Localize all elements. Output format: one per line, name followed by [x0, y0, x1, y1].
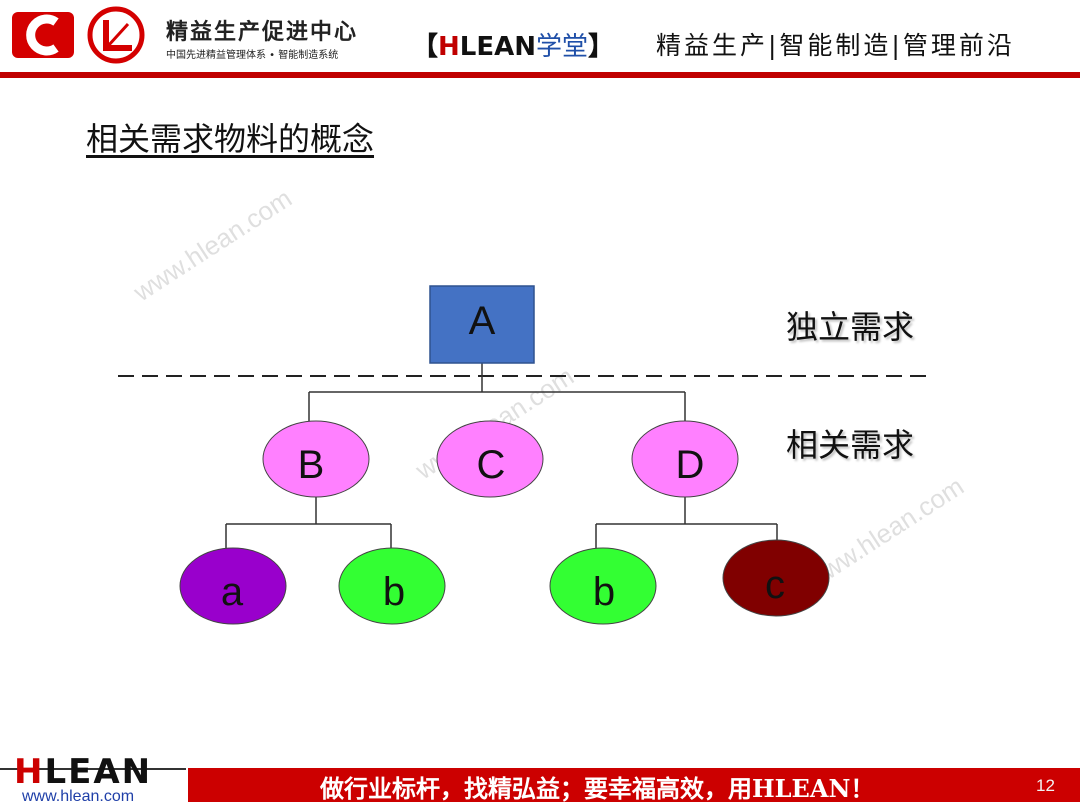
node-d: D [631, 420, 739, 498]
node-a-lower: a [179, 547, 287, 625]
connectors-b-children [225, 497, 392, 550]
brand-subtitle: 中国先进精益管理体系 • 智能制造系统 [166, 50, 339, 61]
connectors-d-children [595, 497, 778, 550]
header: 精益生产促进中心 中国先进精益管理体系 • 智能制造系统 【HLEAN学堂】 精… [0, 0, 1080, 72]
hlean-school-label: 【HLEAN学堂】 [412, 26, 614, 63]
header-divider [0, 72, 1080, 78]
slide-title: 相关需求物料的概念 [86, 120, 375, 158]
node-a: A [429, 285, 535, 364]
footer-logo-h: H [14, 752, 45, 792]
brand-name: 精益生产促进中心 [166, 20, 359, 45]
node-c-lower: c [722, 539, 830, 617]
footer-slogan: 做行业标杆，找精弘益；要幸福高效，用HLEAN！ [320, 774, 875, 803]
school-h: H [438, 32, 460, 62]
node-b-lower-2: b [549, 547, 657, 625]
node-b: B [262, 420, 370, 498]
node-c-label: C [477, 443, 506, 487]
header-slogan: 精益生产|智能制造|管理前沿 [656, 31, 1015, 60]
footer-url[interactable]: www.hlean.com [22, 788, 135, 805]
node-a-label: A [469, 299, 496, 343]
node-b-lower-1: b [338, 547, 446, 625]
footer-logo-rest: LEAN [44, 752, 153, 792]
school-lean: LEAN [459, 32, 536, 62]
node-b-lower-2-label: b [593, 570, 615, 614]
node-d-label: D [676, 443, 705, 487]
footer-rule [0, 768, 186, 770]
bracket-open: 【 [412, 32, 439, 62]
node-c: C [436, 420, 544, 498]
node-a-lower-label: a [221, 570, 244, 614]
independent-demand-label: 独立需求 [786, 308, 915, 346]
node-b-lower-1-label: b [383, 570, 405, 614]
connectors-level1 [308, 363, 686, 422]
node-b-label: B [298, 443, 325, 487]
company-logo-icon [12, 6, 145, 64]
dependent-demand-label: 相关需求 [786, 426, 915, 464]
school-xuetang: 学堂 [536, 32, 589, 62]
footer-banner [188, 768, 1080, 802]
page-number: 12 [1036, 776, 1055, 795]
footer-logo: HLEAN [14, 752, 152, 792]
node-c-lower-label: c [765, 563, 785, 607]
bracket-close: 】 [588, 32, 615, 62]
